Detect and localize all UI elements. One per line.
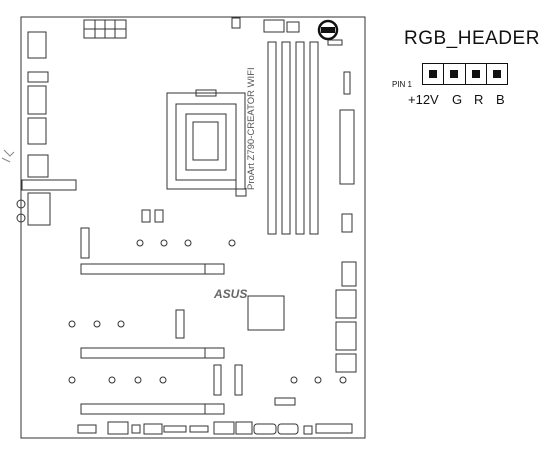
pcie-slots bbox=[80, 263, 225, 415]
pin-1 bbox=[423, 64, 445, 84]
top-connectors bbox=[83, 17, 343, 46]
pin-3-square bbox=[471, 70, 480, 78]
pin1-label: PIN 1 bbox=[392, 80, 413, 89]
dimm-slots bbox=[267, 41, 319, 235]
mounting-holes bbox=[68, 239, 347, 384]
pin-4-square bbox=[492, 70, 501, 78]
rear-io bbox=[1, 31, 77, 226]
pin-label-g: G bbox=[452, 92, 463, 107]
asus-logo: ASUS bbox=[213, 287, 247, 301]
header-pin-block bbox=[422, 63, 508, 85]
pin-label-r: R bbox=[474, 92, 484, 107]
pin-4 bbox=[487, 64, 507, 84]
board-outline bbox=[20, 16, 366, 439]
pin-3 bbox=[466, 64, 487, 84]
right-connectors bbox=[335, 71, 357, 373]
board-model-silkscreen: ProArt Z790-CREATOR WIFI bbox=[246, 67, 257, 190]
pin-label-12v: +12V bbox=[408, 92, 439, 107]
chipset bbox=[247, 295, 285, 331]
pin-label-b: B bbox=[496, 92, 505, 107]
cpu-socket bbox=[166, 89, 247, 197]
bottom-connectors bbox=[77, 421, 353, 435]
vrm-chips bbox=[141, 209, 164, 223]
small-header bbox=[274, 397, 296, 406]
pin-1-square bbox=[429, 70, 438, 78]
rgb-header-location bbox=[317, 19, 339, 41]
m2-slots bbox=[80, 227, 243, 396]
pin-2-square bbox=[450, 70, 459, 78]
pin-2 bbox=[444, 64, 466, 84]
header-title: RGB_HEADER bbox=[404, 28, 540, 49]
